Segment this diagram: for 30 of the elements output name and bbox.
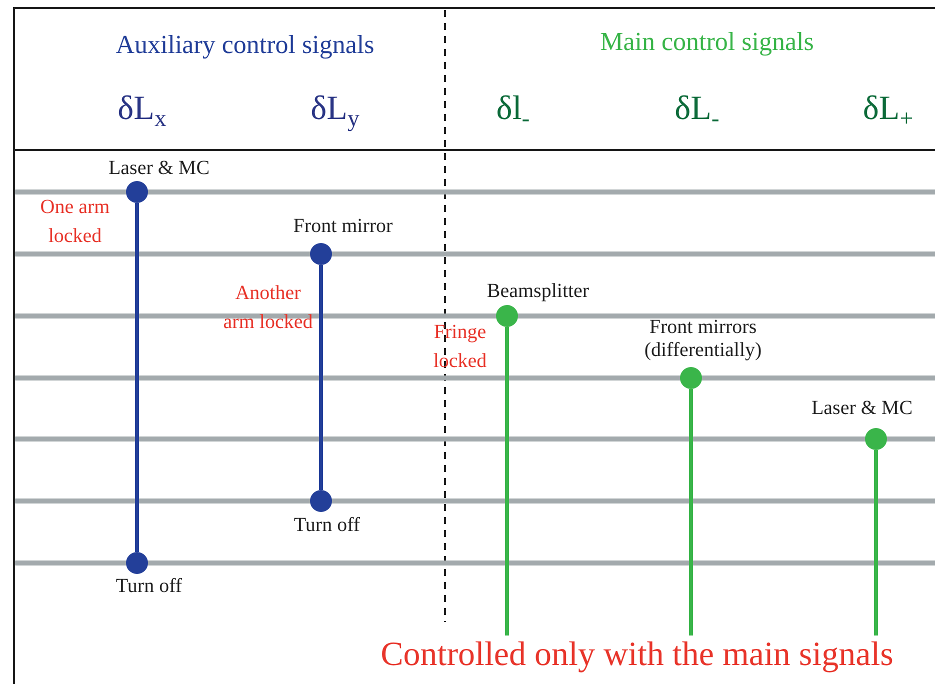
- signal-symbol: δL$_{-}$: [674, 88, 720, 134]
- section-heading: Main control signals: [600, 26, 814, 58]
- node-caption: Turn off: [294, 514, 360, 536]
- connector-line: [689, 389, 693, 636]
- bottom-note: Controlled only with the main signals: [380, 635, 894, 675]
- node-dot: [126, 552, 148, 574]
- connector-line: [505, 327, 509, 636]
- signal-symbol: δL$_{x}$: [118, 88, 166, 134]
- node-caption: Beamsplitter: [486, 280, 590, 302]
- node-dot: [680, 367, 702, 389]
- node-dot: [310, 490, 332, 512]
- signal-symbol: δL$_{y}$: [310, 88, 360, 134]
- connector-line: [319, 265, 323, 490]
- node-caption: Front mirror: [293, 214, 393, 238]
- section-heading: Auxiliary control signals: [116, 29, 374, 62]
- node-caption: Laser & MC: [108, 156, 210, 180]
- signal-symbol: δl$_{-}$: [496, 88, 530, 134]
- state-note: One arm locked: [39, 195, 111, 249]
- node-dot: [310, 243, 332, 265]
- node-dot: [865, 428, 887, 450]
- connector-line: [135, 203, 139, 552]
- signal-symbol: δL$_{+}$: [862, 88, 914, 134]
- state-note: Another arm locked: [222, 281, 314, 335]
- node-dot: [496, 305, 518, 327]
- node-caption: Turn off: [116, 574, 182, 598]
- state-note: Fringe locked: [432, 320, 488, 374]
- node-caption: Front mirrors (differentially): [643, 316, 763, 362]
- node-dot: [126, 181, 148, 203]
- node-caption: Laser & MC: [811, 396, 913, 420]
- connector-line: [874, 450, 878, 636]
